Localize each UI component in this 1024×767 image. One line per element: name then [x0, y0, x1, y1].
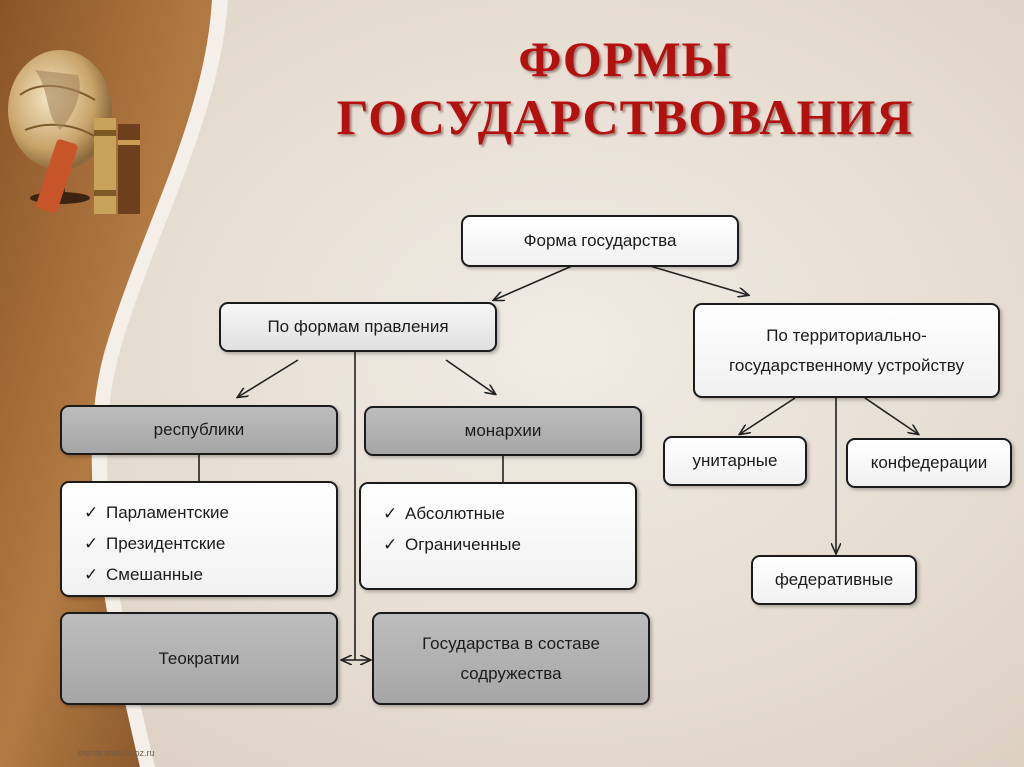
node-unitary: унитарные — [663, 436, 807, 486]
node-commonwealth: Государства в составе содружества — [372, 612, 650, 705]
node-monarchies: монархии — [364, 406, 642, 456]
list-item: ✓ Президентские — [84, 528, 229, 559]
arrow-root-to-government — [494, 265, 573, 300]
node-monarchy-types: ✓ Абсолютные ✓ Ограниченные — [359, 482, 637, 590]
node-federative: федеративные — [751, 555, 917, 605]
decorative-left-panel — [0, 0, 228, 767]
monarchy-type-limited: Ограниченные — [405, 535, 521, 554]
node-commonwealth-line1: Государства в составе — [422, 633, 600, 653]
node-republic-types: ✓ Парламентские ✓ Президентские ✓ Смешанные — [60, 481, 338, 597]
republic-type-mixed: Смешанные — [106, 565, 203, 584]
node-republics: республики — [60, 405, 338, 455]
node-unitary-label: унитарные — [692, 451, 778, 470]
node-state-form-label: Форма государства — [523, 231, 677, 250]
arrow-government-to-republics — [238, 359, 299, 397]
node-federative-label: федеративные — [774, 570, 894, 589]
check-icon: ✓ — [383, 504, 398, 523]
check-icon: ✓ — [84, 565, 99, 584]
check-icon: ✓ — [84, 534, 99, 553]
node-by-territory-line2: государственному устройству — [729, 355, 964, 375]
monarchy-type-absolute: Абсолютные — [405, 504, 505, 523]
node-republics-label: республики — [153, 420, 245, 439]
title-line-2: ГОСУДАРСТВОВАНИЯ — [336, 89, 914, 145]
node-theocracies-label: Теократии — [158, 648, 240, 668]
site-watermark: elenaranko.ucoz.ru — [78, 748, 155, 758]
slide-title: ФОРМЫ ГОСУДАРСТВОВАНИЯ — [230, 30, 1020, 146]
node-by-territory-line1: По территориально- — [766, 325, 927, 345]
books-icon — [36, 118, 140, 214]
arrow-root-to-territory — [649, 265, 748, 295]
node-state-form: Форма государства — [461, 215, 739, 267]
node-theocracies: Теократии — [60, 612, 338, 705]
list-item: ✓ Парламентские — [84, 497, 229, 528]
arrow-government-to-monarchies — [445, 359, 495, 394]
node-confederations: конфедерации — [846, 438, 1012, 488]
check-icon: ✓ — [84, 503, 99, 522]
arrow-territory-to-confederations — [864, 397, 918, 434]
arrow-territory-to-unitary — [740, 397, 796, 434]
check-icon: ✓ — [383, 535, 398, 554]
list-item: ✓ Абсолютные — [383, 498, 521, 529]
list-item: ✓ Ограниченные — [383, 529, 521, 560]
republic-type-presidential: Президентские — [106, 534, 226, 553]
list-item: ✓ Смешанные — [84, 559, 229, 590]
republic-type-parliamentary: Парламентские — [106, 503, 229, 522]
monarchy-types-list: ✓ Абсолютные ✓ Ограниченные — [361, 484, 521, 560]
node-monarchies-label: монархии — [464, 421, 542, 440]
republic-types-list: ✓ Парламентские ✓ Президентские ✓ Смешанные — [62, 483, 229, 590]
node-confederations-label: конфедерации — [870, 453, 988, 472]
node-by-government: По формам правления — [219, 302, 497, 352]
node-by-territory: По территориально- государственному устр… — [693, 303, 1000, 398]
node-commonwealth-line2: содружества — [460, 663, 562, 683]
title-line-1: ФОРМЫ — [518, 31, 732, 87]
node-by-government-label: По формам правления — [267, 317, 449, 336]
